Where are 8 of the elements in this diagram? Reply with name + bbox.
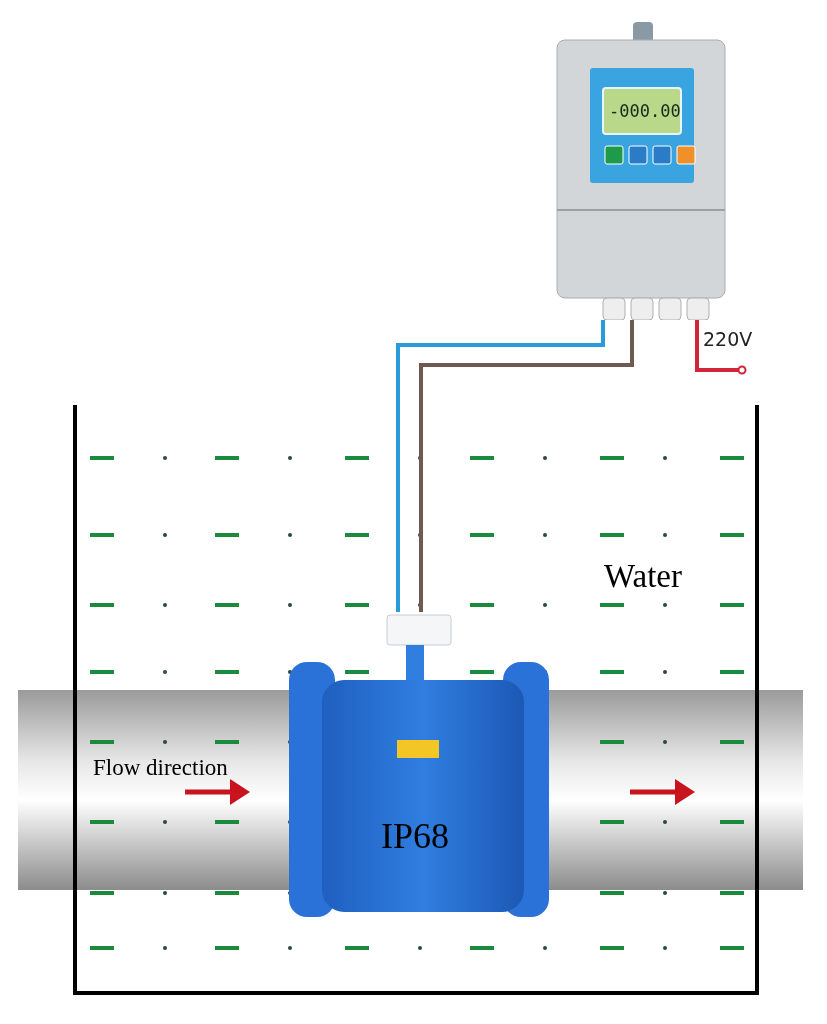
signal-cable [419,320,634,612]
display-reading: -000.00 [609,103,681,120]
flow-direction-label: Flow direction [93,756,228,779]
water-tank [73,405,759,995]
signal-cable [396,320,605,612]
rating-label: IP68 [381,818,449,854]
power-cable [695,320,747,375]
water-label: Water [604,560,682,593]
